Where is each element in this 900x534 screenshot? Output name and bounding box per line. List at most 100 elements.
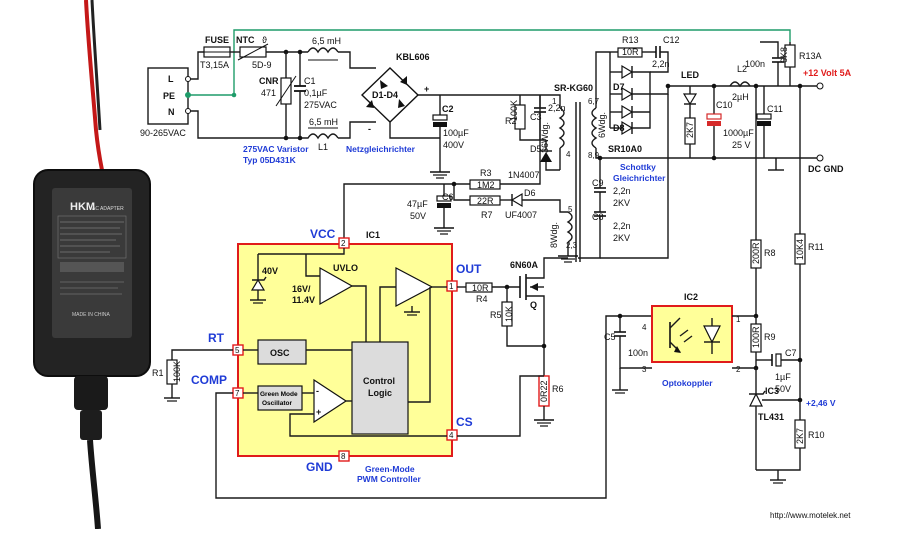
ntc-label: NTC bbox=[236, 35, 255, 45]
l2-value: 2µH bbox=[732, 92, 749, 102]
c2-value2: 400V bbox=[443, 140, 464, 150]
caption-line1: Green-Mode bbox=[365, 464, 415, 474]
mains-voltage: 90-265VAC bbox=[140, 128, 186, 138]
capacitor-c10: C10 1000µF 25 V bbox=[706, 86, 754, 158]
capacitor-c7: C7 1µF 50V bbox=[756, 348, 800, 394]
r8-name: R8 bbox=[764, 248, 776, 258]
gnd-label: GND bbox=[306, 460, 333, 474]
varistor-cnr: CNR 471 bbox=[259, 52, 297, 141]
bridge-diodes: D1-D4 bbox=[372, 90, 398, 100]
footer-url[interactable]: http://www.motelek.net bbox=[770, 511, 851, 520]
c7-value1: 1µF bbox=[775, 372, 791, 382]
r13-name: R13 bbox=[622, 35, 639, 45]
pin-4: 4 bbox=[566, 150, 571, 159]
c5-value: 100n bbox=[628, 348, 648, 358]
transformer-name: SR-KG60 bbox=[554, 83, 593, 93]
terminal-n: N bbox=[168, 107, 175, 117]
r1-value: 100K bbox=[172, 361, 182, 382]
r5-value: 10K bbox=[504, 306, 514, 322]
led-resistor-value: 2K7 bbox=[685, 122, 695, 138]
diode-d6: D6 UF4007 bbox=[505, 188, 537, 220]
r9-value: 100R bbox=[751, 326, 761, 348]
choke-name: L1 bbox=[318, 142, 328, 152]
primary-turns: 36Wdg. bbox=[540, 122, 550, 153]
rt-label: RT bbox=[208, 331, 225, 345]
d5-name: D5 bbox=[530, 144, 542, 154]
led-indicator: LED 2K7 bbox=[681, 70, 700, 158]
d6-name: D6 bbox=[524, 188, 536, 198]
inductor-l2: L2 2µH bbox=[729, 64, 751, 102]
pin-1: 1 bbox=[552, 97, 557, 106]
logic-line1: Control bbox=[363, 376, 395, 386]
capacitor-c1: C1 0,1µF 275VAC bbox=[294, 49, 337, 141]
r4-value: 10R bbox=[472, 283, 489, 293]
common-mode-choke: 6,5 mH 6,5 mH L1 bbox=[300, 36, 341, 152]
r3-name: R3 bbox=[480, 168, 492, 178]
adapter-type-label: AC ADAPTER bbox=[92, 206, 124, 212]
pin-89: 8,9 bbox=[588, 151, 600, 160]
r13a-value: 6K8 bbox=[779, 47, 789, 63]
c6-name: C6 bbox=[442, 192, 454, 202]
c3-value: 2,2n bbox=[548, 103, 566, 113]
pin-gnd: 8 bbox=[341, 452, 346, 461]
r13a-name: R13A bbox=[799, 51, 822, 61]
r10-value: 2K7 bbox=[795, 428, 805, 444]
r10-name: R10 bbox=[808, 430, 825, 440]
resistor-r3: R3 1M2 bbox=[469, 168, 501, 190]
cs-label: CS bbox=[456, 415, 473, 429]
opto-pin1: 1 bbox=[736, 315, 741, 324]
output-voltage-label: +12 Volt 5A bbox=[803, 68, 852, 78]
c8-value2: 2KV bbox=[613, 233, 630, 243]
pin-comp: 7 bbox=[235, 389, 240, 398]
opto-pin4: 4 bbox=[642, 323, 647, 332]
ic2-name: IC2 bbox=[684, 292, 698, 302]
c9-value2: 2KV bbox=[613, 198, 630, 208]
r8-value: 200R bbox=[751, 242, 761, 264]
opto-pin3: 3 bbox=[642, 365, 647, 374]
resistor-r9: 100R R9 bbox=[750, 316, 776, 353]
r1-name: R1 bbox=[152, 368, 164, 378]
zener-value: 40V bbox=[262, 266, 278, 276]
c2-name: C2 bbox=[442, 104, 454, 114]
r11-name: R11 bbox=[808, 242, 824, 252]
ntc-value: 5D-9 bbox=[252, 60, 272, 70]
out-label: OUT bbox=[456, 262, 482, 276]
c1-name: C1 bbox=[304, 76, 316, 86]
resistor-r13a: 6K8 R13A bbox=[779, 42, 822, 86]
mosfet-q-label: Q bbox=[530, 300, 537, 310]
secondary-turns: 6Wdg. bbox=[597, 112, 607, 138]
c10-value2: 25 V bbox=[732, 140, 751, 150]
sr-name: SR10A0 bbox=[608, 144, 642, 154]
caption-line2: PWM Controller bbox=[357, 474, 421, 484]
r13-value: 10R bbox=[622, 47, 639, 57]
fuse: FUSE T3,15A bbox=[200, 35, 231, 70]
pin-cs: 4 bbox=[449, 431, 454, 440]
comp-label: COMP bbox=[191, 373, 227, 387]
ic1-ld7550: IC1 VCC OUT RT COMP CS GND 2 1 5 7 4 8 4… bbox=[191, 227, 482, 484]
pin-rt: 5 bbox=[235, 346, 240, 355]
r6-value: 0R22 bbox=[539, 380, 549, 402]
resistor-r1: R1 100K bbox=[152, 349, 233, 402]
mosfet-q: 10R R4 10K R5 6N60A Q 0R22 R6 bbox=[457, 257, 568, 437]
resistor-r11: 10K4 R11 bbox=[794, 233, 824, 265]
c8-value1: 2,2n bbox=[613, 221, 631, 231]
bridge-name: KBL606 bbox=[396, 52, 430, 62]
schottky-diodes: D7 D8 SR10A0 Schottky Gleichrichter bbox=[608, 52, 666, 183]
vref-label: +2,46 V bbox=[806, 398, 836, 408]
diode-d5: D5 1N4007 bbox=[508, 140, 560, 180]
rectifier-label: Netzgleichrichter bbox=[346, 144, 416, 154]
c6-value1: 47µF bbox=[407, 199, 428, 209]
c7-value2: 50V bbox=[775, 384, 791, 394]
capacitor-c5: C5 100n bbox=[604, 331, 648, 358]
resistor-r7: 22R R7 bbox=[469, 195, 501, 220]
choke-bottom-value: 6,5 mH bbox=[309, 117, 338, 127]
r4-name: R4 bbox=[476, 294, 488, 304]
rc-snubber-r13-c12: R13 10R C12 2,2n bbox=[610, 35, 680, 73]
c3-name: C3 bbox=[530, 112, 542, 122]
schottky-label-1: Schottky bbox=[620, 162, 656, 172]
pin-5: 5 bbox=[568, 205, 573, 214]
uvlo-v1: 16V/ bbox=[292, 284, 311, 294]
y-capacitors: C9 2,2n 2KV C8 2,2n 2KV bbox=[578, 170, 631, 259]
c1-value1: 0,1µF bbox=[304, 88, 328, 98]
